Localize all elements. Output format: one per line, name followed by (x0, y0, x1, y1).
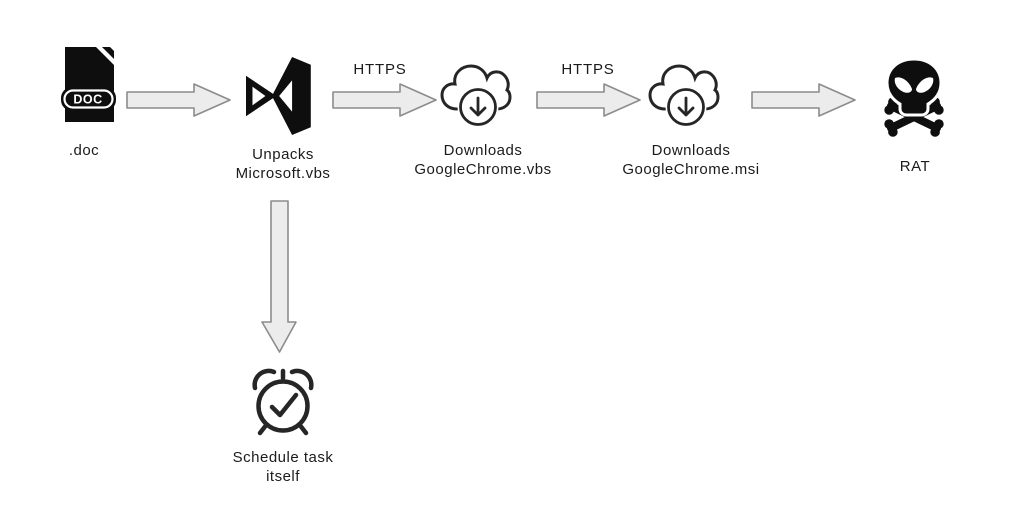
https-label-2: HTTPS (561, 61, 615, 78)
download-vbs-node-label: Downloads GoogleChrome.vbs (414, 142, 552, 178)
rat-node-label: RAT (899, 158, 931, 175)
doc-file-icon: DOC (61, 47, 116, 122)
alarm-clock-icon (252, 368, 314, 436)
doc-node-label: .doc (68, 142, 100, 159)
arrow-doc-to-unpack-icon (126, 83, 231, 117)
skull-crossbones-icon (882, 57, 946, 137)
unpack-node-label: Unpacks Microsoft.vbs (235, 146, 331, 182)
arrow-download-vbs-to-download-msi-icon (536, 83, 641, 117)
cloud-download-icon (648, 64, 720, 126)
arrow-unpack-to-download-vbs-icon (332, 83, 437, 117)
doc-badge-text: DOC (73, 93, 102, 107)
download-msi-node-label: Downloads GoogleChrome.msi (622, 142, 760, 178)
schedule-node-label: Schedule task itself (232, 449, 334, 485)
arrow-download-msi-to-rat-icon (751, 83, 856, 117)
https-label-1: HTTPS (353, 61, 407, 78)
visual-studio-icon (246, 57, 311, 135)
cloud-download-icon (440, 64, 512, 126)
arrow-unpack-to-schedule-icon (261, 200, 297, 353)
